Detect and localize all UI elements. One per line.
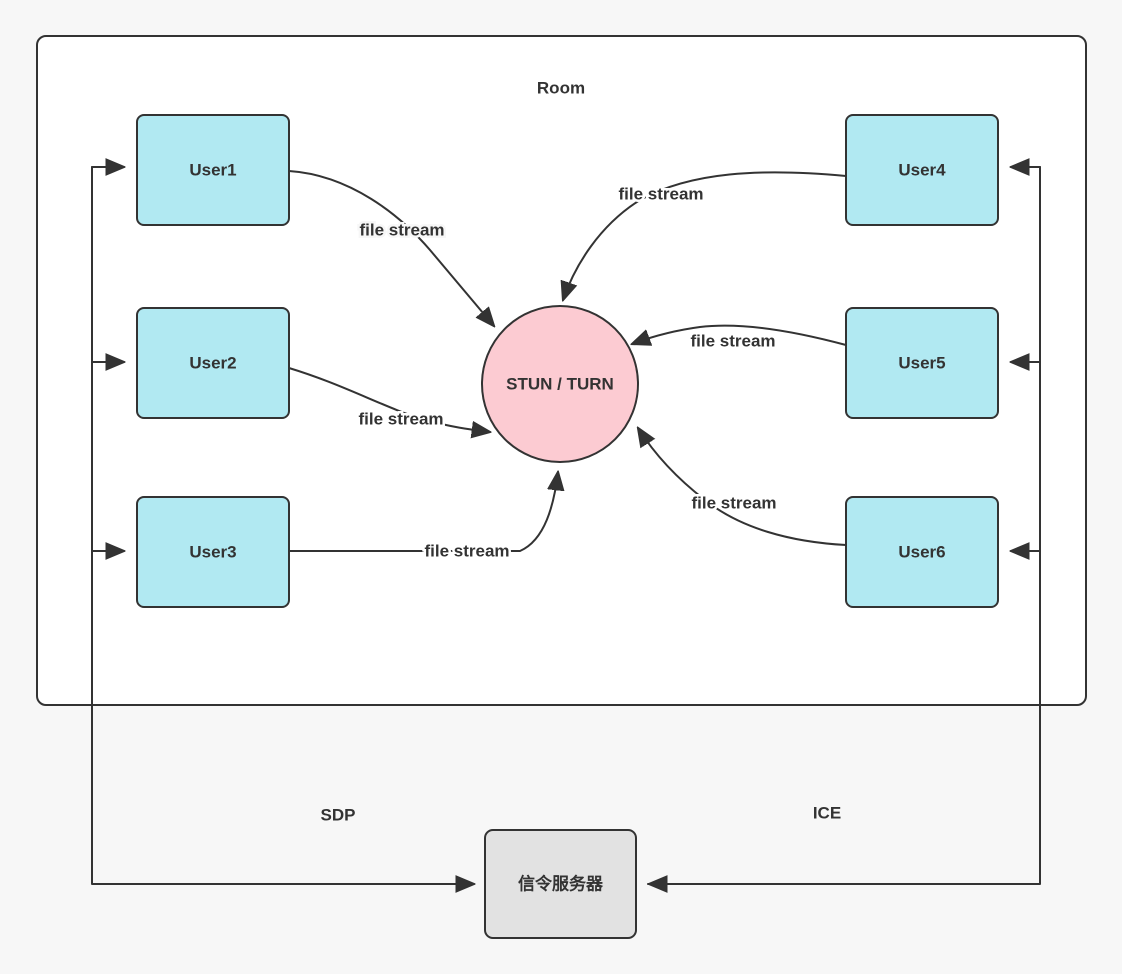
- edge-label-user6-stun: file stream: [691, 493, 776, 512]
- node-stun-turn[interactable]: [481, 305, 639, 463]
- edge-user1-to-stun: [288, 170, 494, 326]
- edge-user2-to-stun: [288, 367, 490, 432]
- edge-label-sdp: SDP: [321, 805, 356, 824]
- edge-label-ice: ICE: [813, 803, 841, 822]
- edge-label-user1-stun: file stream: [359, 220, 444, 239]
- signaling-right-bus: [647, 166, 1041, 885]
- edge-label-user5-stun: file stream: [690, 331, 775, 350]
- node-user1[interactable]: [136, 114, 290, 226]
- edge-user4-to-stun: [563, 171, 847, 300]
- node-user4[interactable]: [845, 114, 999, 226]
- edge-label-user3-stun: file stream: [424, 541, 509, 560]
- signaling-left-bus: [91, 166, 473, 885]
- edge-label-user2-stun: file stream: [358, 409, 443, 428]
- edge-user3-to-stun: [288, 472, 558, 552]
- node-signaling-server[interactable]: [484, 829, 637, 939]
- node-user5[interactable]: [845, 307, 999, 419]
- room-label: Room: [537, 78, 585, 97]
- node-user2[interactable]: [136, 307, 290, 419]
- node-user3[interactable]: [136, 496, 290, 608]
- edge-user5-to-stun: [632, 324, 847, 346]
- edge-user6-to-stun: [638, 428, 847, 546]
- edge-label-user4-stun: file stream: [618, 184, 703, 203]
- node-user6[interactable]: [845, 496, 999, 608]
- edge-label-group: file stream file stream file stream file…: [318, 182, 844, 827]
